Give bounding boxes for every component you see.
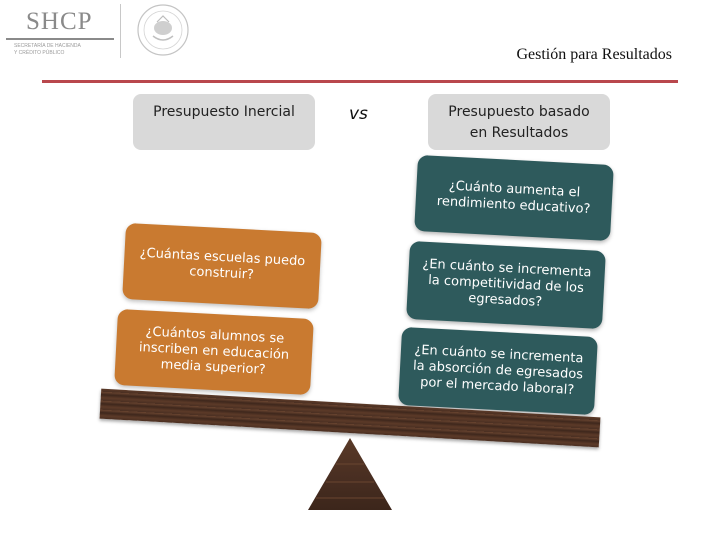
- left-card-text: ¿Cuántos alumnos se inscriben en educaci…: [138, 324, 290, 378]
- national-seal-icon: [137, 4, 189, 56]
- left-card-alumnos: ¿Cuántos alumnos se inscriben en educaci…: [114, 308, 314, 396]
- right-card-text: ¿En cuánto se incrementa la absorción de…: [412, 342, 584, 399]
- right-card-competitividad: ¿En cuánto se incrementa la competitivid…: [406, 240, 606, 330]
- vs-label: vs: [349, 104, 368, 124]
- fulcrum-triangle: [308, 438, 392, 510]
- title-divider: [42, 80, 678, 83]
- logo-subtitle-1: SECRETARÍA DE HACIENDA: [14, 43, 81, 49]
- label-presupuesto-resultados: Presupuesto basado en Resultados: [428, 94, 610, 150]
- left-card-escuelas: ¿Cuántas escuelas puedo construir?: [122, 222, 322, 310]
- page-title: Gestión para Resultados: [516, 46, 672, 63]
- left-card-text: ¿Cuántas escuelas puedo construir?: [139, 245, 306, 283]
- right-card-rendimiento: ¿Cuánto aumenta el rendimiento educativo…: [414, 154, 614, 242]
- logo-divider: [6, 38, 114, 40]
- right-card-text: ¿Cuánto aumenta el rendimiento educativo…: [436, 178, 591, 218]
- right-card-text: ¿En cuánto se incrementa la competitivid…: [421, 256, 592, 310]
- logo-subtitle-2: Y CRÉDITO PÚBLICO: [14, 50, 65, 56]
- label-presupuesto-inercial: Presupuesto Inercial: [133, 94, 315, 150]
- right-label-line2: en Resultados: [469, 125, 569, 141]
- shcp-logo: SHCP SECRETARÍA DE HACIENDA Y CRÉDITO PÚ…: [0, 0, 196, 62]
- logo-text: SHCP: [26, 8, 93, 35]
- logo-separator: [120, 4, 121, 58]
- left-label-text: Presupuesto Inercial: [153, 104, 295, 120]
- right-card-absorcion: ¿En cuánto se incrementa la absorción de…: [398, 326, 598, 416]
- right-label-line1: Presupuesto basado: [448, 104, 590, 120]
